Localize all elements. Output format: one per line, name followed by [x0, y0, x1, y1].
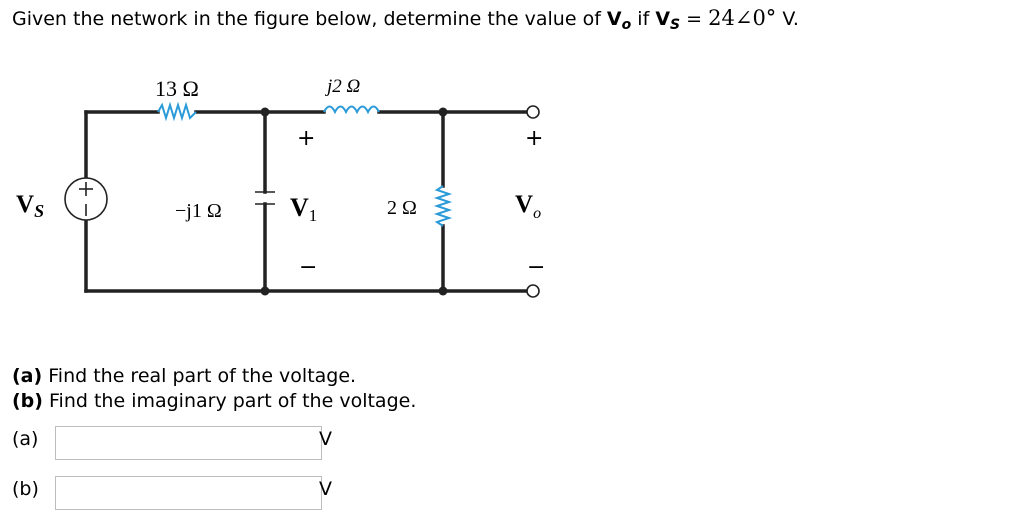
answer-b-unit: V	[319, 478, 332, 500]
label-r2: 2 Ω	[387, 197, 417, 219]
label-r1: 13 Ω	[155, 76, 199, 101]
junction-dot	[260, 286, 270, 296]
vo-minus: −	[527, 255, 545, 280]
vo-symbol: Vo	[606, 8, 632, 33]
answer-a-input[interactable]	[55, 426, 322, 460]
junction-dot	[438, 107, 448, 117]
label-l1: j2 Ω	[324, 76, 361, 97]
resistor-2-icon	[433, 185, 453, 227]
vs-symbol: VS	[655, 8, 681, 33]
label-v1: V1	[290, 193, 317, 225]
part-a-question: (a) Find the real part of the voltage.	[12, 365, 357, 387]
question-equals: =	[680, 8, 709, 30]
junction-dot	[438, 286, 448, 296]
label-c1: −j1 Ω	[175, 200, 222, 222]
question-unit: V.	[776, 8, 799, 30]
circuit-diagram: 13 Ω j2 Ω −j1 Ω 2 Ω VS V1 Vo + − + −	[16, 76, 545, 298]
answer-b-input[interactable]	[55, 476, 322, 510]
v1-minus: −	[299, 255, 317, 280]
source-value: 24∠0°	[708, 6, 777, 30]
label-vs: VS	[16, 191, 44, 221]
part-b-question: (b) Find the imaginary part of the volta…	[12, 390, 417, 412]
output-terminal-bottom-icon	[526, 284, 540, 298]
v1-plus: +	[297, 126, 315, 151]
label-vo: Vo	[515, 191, 541, 222]
question-prefix: Given the network in the figure below, d…	[12, 8, 607, 30]
resistor-13-icon	[157, 101, 197, 122]
sub-questions: (a) Find the real part of the voltage. (…	[12, 364, 416, 414]
answer-b-label: (b)	[12, 478, 39, 500]
junction-dot	[260, 107, 270, 117]
question-mid: if	[631, 8, 656, 30]
question-text: Given the network in the figure below, d…	[12, 6, 799, 33]
capacitor-icon	[255, 191, 275, 205]
voltage-source-icon	[64, 177, 108, 221]
answer-a-unit: V	[319, 428, 332, 450]
vo-plus: +	[525, 126, 543, 151]
output-terminal-top-icon	[526, 105, 540, 119]
answer-a-label: (a)	[12, 428, 39, 450]
inductor-icon	[323, 105, 380, 115]
